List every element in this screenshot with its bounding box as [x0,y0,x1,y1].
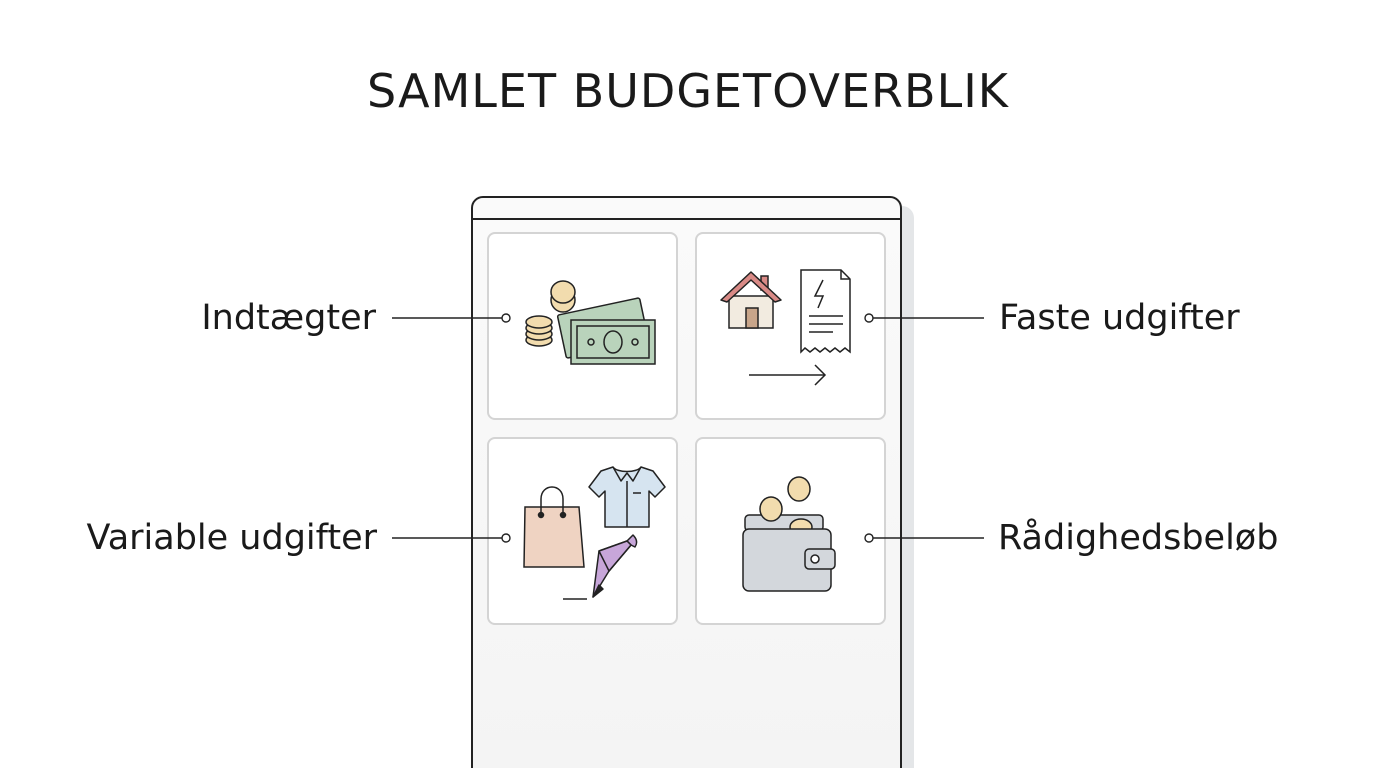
pencil-icon [563,534,638,600]
connector-disposable-dot [864,533,874,543]
bill-icon [800,269,851,354]
label-variable-expenses: Variable udgifter [86,518,377,558]
page-title: SAMLET BUDGETOVERBLIK [367,64,1009,118]
income-illustration [525,280,656,365]
tile-income [487,232,678,420]
label-income: Indtægter [201,298,376,338]
label-fixed-expenses: Faste udgifter [999,298,1240,338]
connector-variable-dot [501,533,511,543]
shopping-bag-icon [523,486,585,568]
tile-variable-expenses [487,437,678,625]
disposable-illustration [742,476,836,592]
panel-header-bar [473,218,900,220]
wallet-icon [742,476,836,592]
house-icon [720,271,782,329]
fixed-illustration [720,269,851,386]
label-disposable-amount: Rådighedsbeløb [998,518,1279,558]
coins-icon [759,476,813,536]
shirt-icon [588,466,666,528]
connector-income-dot [501,313,511,323]
tile-fixed-expenses [695,232,886,420]
variable-illustration [523,466,666,600]
connector-fixed-dot [864,313,874,323]
coins-icon [525,280,576,347]
banknotes-icon [556,297,656,365]
arrow-right-icon [749,364,827,386]
tile-disposable-amount [695,437,886,625]
